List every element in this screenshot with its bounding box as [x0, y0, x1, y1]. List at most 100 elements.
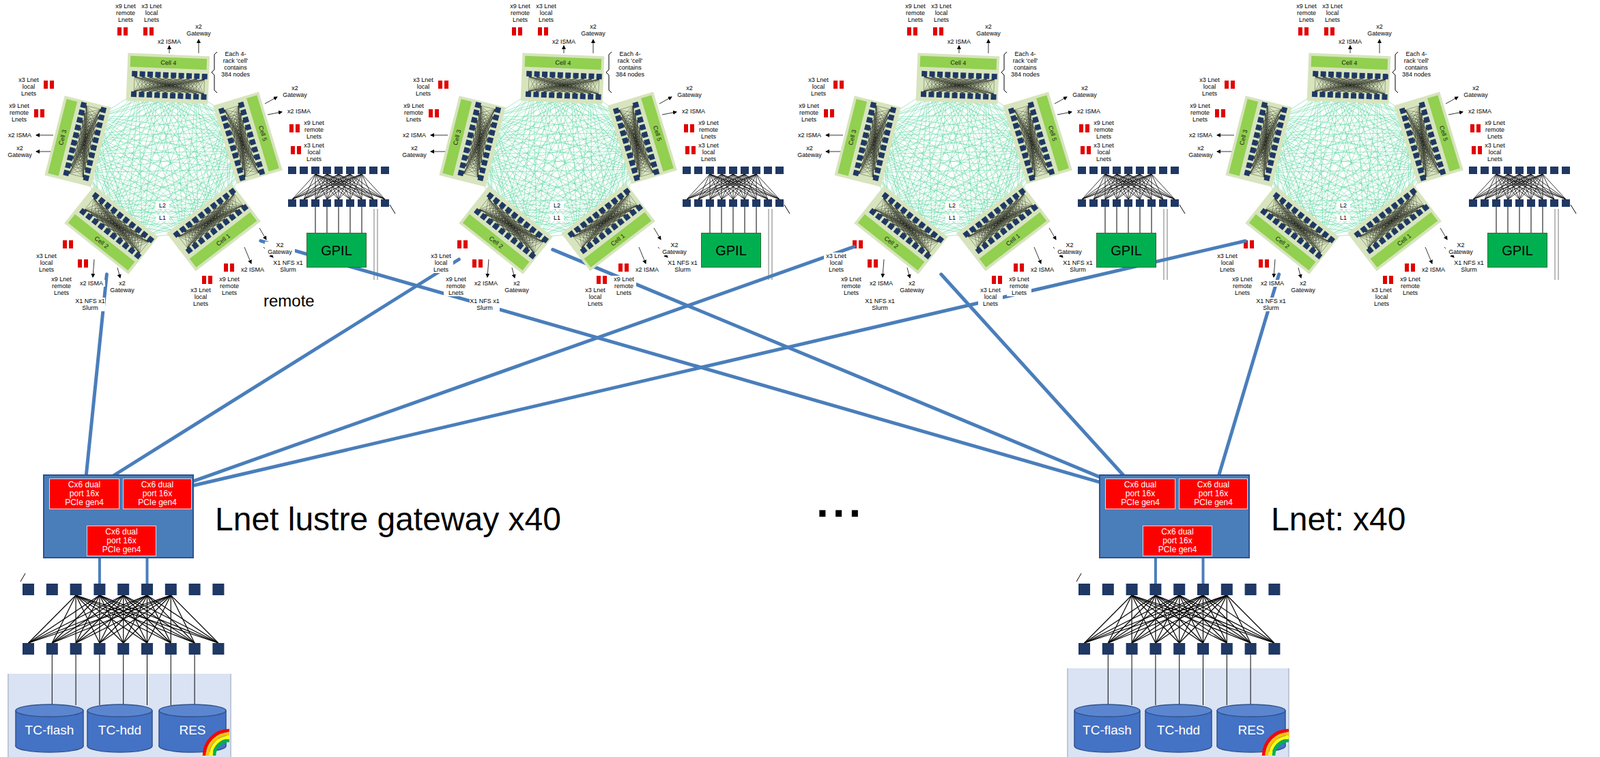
mesh-link — [888, 90, 930, 117]
leader-arrow — [825, 135, 844, 136]
storage-link — [98, 654, 100, 706]
callout-text: x9 Lnet remote Lnets — [1294, 2, 1319, 24]
switch-link — [1507, 174, 1543, 200]
leader-arrow — [36, 135, 54, 136]
switch-port — [1538, 166, 1547, 175]
switch-port — [1492, 199, 1501, 207]
mesh-link — [521, 93, 591, 226]
switch-port — [1078, 583, 1091, 596]
mesh-link — [492, 90, 534, 117]
switch-port — [172, 230, 181, 238]
callout-text: x9 Lnet remote Lnets — [903, 2, 928, 24]
lnet-port — [1324, 27, 1329, 36]
switch-port — [141, 643, 153, 655]
switch-link — [1542, 174, 1555, 200]
lnet-port — [1476, 124, 1481, 133]
lnet-port — [1470, 124, 1475, 133]
bracket — [1001, 51, 1007, 93]
cell-box: Cell 4 — [520, 53, 605, 105]
callout-text: x9 Lnet remote Lnets — [796, 102, 822, 123]
lnet-port — [202, 275, 207, 284]
leader-arrow — [907, 267, 910, 278]
switch-port — [161, 92, 168, 99]
switch-port — [1268, 583, 1280, 596]
leader-arrow — [1217, 151, 1233, 153]
switch-port — [139, 70, 145, 77]
lnet-port — [537, 27, 542, 36]
switch-port — [117, 643, 130, 655]
switch-port — [88, 152, 96, 160]
callout-text: x2 ISMA — [5, 131, 35, 139]
mesh-link — [93, 114, 227, 136]
callout-text: x2 ISMA — [550, 38, 578, 46]
fabric-link — [191, 240, 1246, 487]
cell-art — [212, 91, 283, 184]
cable — [1166, 208, 1168, 280]
switch-port — [1561, 199, 1570, 207]
switch-port — [1147, 199, 1156, 207]
cell-box: Cell 4 — [126, 53, 211, 105]
switch-port — [127, 247, 136, 255]
leader-arrow — [988, 39, 990, 54]
gpil-link — [1519, 206, 1521, 233]
callout-text: x2 Gateway — [897, 279, 927, 294]
callout-text: x3 Lnet local Lnets — [34, 252, 59, 274]
switch-port — [1102, 583, 1114, 596]
mesh-link — [888, 116, 1019, 199]
switch-port — [334, 166, 343, 175]
leader-arrow — [1440, 227, 1448, 240]
switch-port — [70, 643, 82, 655]
switch-port — [131, 70, 138, 77]
leader-arrow — [1379, 39, 1381, 54]
mesh-link — [873, 169, 1033, 173]
switch-link — [686, 174, 745, 200]
callout-text: L1 — [945, 214, 960, 222]
lnet-port — [1221, 109, 1226, 118]
switch-port — [1112, 199, 1121, 207]
switch-link — [721, 174, 768, 200]
cell-link — [74, 105, 101, 155]
callout-text: x9 Lnet remote Lnets — [696, 119, 721, 140]
gateway-uplink — [1154, 558, 1157, 585]
switch-port — [775, 199, 784, 207]
switch-port — [121, 241, 130, 250]
cell-link — [238, 150, 260, 177]
callout-text: x3 Lnet local Lnets — [929, 2, 954, 24]
switch-link — [1107, 595, 1227, 644]
gpil-link — [1531, 206, 1532, 233]
mesh-link — [478, 169, 638, 173]
switch-port — [22, 583, 35, 596]
mesh-link — [492, 116, 624, 199]
switch-port — [189, 643, 201, 655]
switch-port — [1159, 199, 1168, 207]
callout-text: x2 ISMA — [1186, 131, 1216, 139]
lnet-port — [907, 27, 912, 36]
switch-link — [1116, 174, 1175, 200]
lnet-port — [434, 109, 439, 118]
switch-link — [75, 595, 219, 644]
cell-link — [141, 76, 205, 95]
lnet-port — [77, 259, 82, 268]
callout-text: x2 ISMA — [795, 131, 824, 139]
cell-link — [528, 76, 530, 92]
callout-text: L1 — [155, 214, 170, 222]
leader-arrow — [92, 259, 95, 278]
switch-link — [1105, 174, 1175, 200]
switch-link — [709, 174, 780, 200]
switch-port — [91, 217, 99, 226]
callout-text: x9 Lnet remote Lnets — [1397, 275, 1423, 297]
cell-link — [70, 105, 102, 170]
switch-link — [350, 174, 385, 200]
lnet-port — [873, 259, 878, 268]
switch-link — [1155, 595, 1251, 644]
switch-port — [228, 187, 237, 196]
switch-port — [1112, 166, 1121, 175]
switch-port — [1526, 199, 1536, 207]
switch-port — [717, 166, 726, 175]
lnet-port — [1389, 275, 1394, 284]
lnet-port — [1258, 259, 1263, 268]
callout-text: x9 Lnet remote Lnets — [49, 275, 74, 297]
callout-text: X1 NFS x1 Slurm — [1062, 259, 1093, 274]
callout-text: L2 — [945, 202, 960, 209]
lnet-port — [83, 259, 89, 268]
